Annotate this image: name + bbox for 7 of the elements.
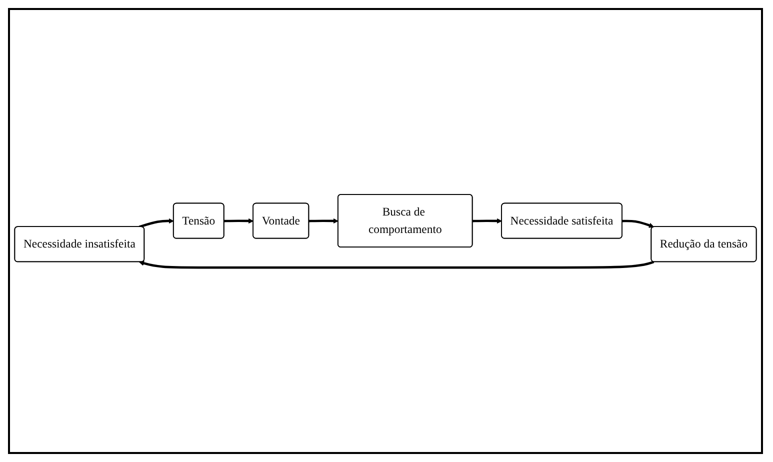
arrow xyxy=(138,218,174,228)
arrow xyxy=(224,218,254,224)
arrow xyxy=(139,260,654,269)
arrow xyxy=(308,218,338,224)
arrow xyxy=(472,218,502,224)
arrow xyxy=(622,220,654,228)
diagram-frame: Necessidade insatisfeita Tensão Vontade Busca de comportamento Necessidade satisfeita Redução da tensão xyxy=(8,8,763,454)
